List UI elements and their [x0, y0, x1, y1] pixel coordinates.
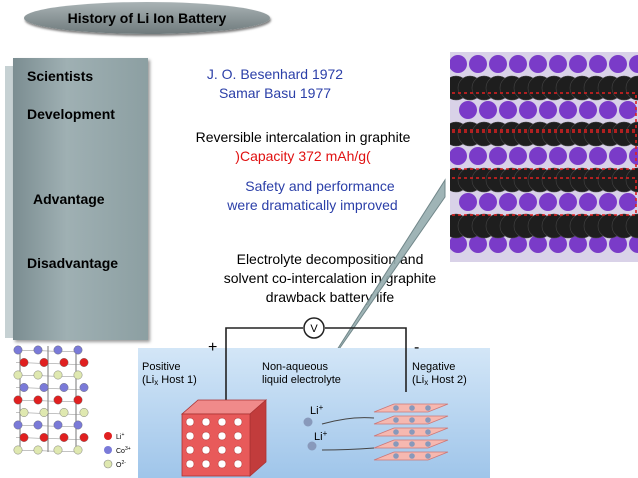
o-legend-dot	[103, 459, 113, 469]
electrolyte-label-1: Non-aqueous	[262, 361, 329, 373]
graphite-intercalation-image	[450, 52, 638, 262]
li-ion-2	[307, 441, 317, 451]
disadvantage-line-3: drawback battery life	[265, 289, 395, 305]
li-ion-1-label: Li+	[310, 403, 324, 417]
scientists-line-1: J. O. Besenhard 1972	[206, 66, 344, 82]
co-legend-dot	[104, 446, 112, 454]
negative-label: Negative	[412, 361, 455, 373]
advantage-line-2: were dramatically improved	[227, 197, 398, 213]
title-banner: History of Li Ion Battery	[24, 2, 270, 34]
row-label-scientists: Scientists	[27, 68, 94, 84]
battery-diagram: V + - Positive (Lix Host 1) Non-aqueous …	[138, 317, 490, 478]
o-legend-text: O2-	[116, 460, 126, 469]
electrolyte-label-2: liquid electrolyte	[262, 374, 341, 386]
development-line-1: Reversible intercalation in graphite	[195, 129, 411, 145]
ion-arrow-2	[321, 447, 375, 451]
row-label-advantage: Advantage	[33, 191, 105, 207]
row-label-disadvantage: Disadvantage	[27, 255, 119, 271]
lithium-atom-layers	[450, 55, 638, 253]
anode-plates	[373, 403, 449, 461]
negative-terminal: -	[414, 339, 419, 356]
ion-arrow-1	[321, 417, 375, 425]
li-ion-2-label: Li+	[314, 429, 328, 443]
panel-edge	[5, 66, 15, 338]
row-label-development: Development	[27, 106, 115, 122]
co-legend-text: Co3+	[116, 446, 131, 455]
crystal-structure-image: Li+ Co3+ O2-	[13, 345, 131, 469]
development-line-2: )Capacity 372 mAh/g(	[235, 148, 371, 164]
scientists-line-2: Samar Basu 1977	[218, 85, 332, 101]
li-legend-dot	[104, 432, 112, 440]
positive-label: Positive	[142, 361, 181, 373]
advantage-line-1: Safety and performance	[245, 178, 395, 194]
disadvantage-line-1: Electrolyte decomposition and	[236, 251, 424, 267]
voltmeter-icon	[303, 317, 325, 339]
graphite-carbon-layers	[450, 75, 638, 239]
negative-host-label: (Lix Host 2)	[412, 374, 467, 387]
li-legend-text: Li+	[116, 432, 124, 441]
slide-title: History of Li Ion Battery	[67, 10, 227, 26]
positive-terminal: +	[208, 339, 217, 356]
positive-host-label: (Lix Host 1)	[142, 374, 197, 387]
voltmeter-label: V	[310, 323, 318, 335]
row-label-panel	[13, 58, 148, 340]
cathode-cube	[180, 399, 268, 477]
li-ion-1	[303, 417, 313, 427]
crystal-lattice	[13, 345, 89, 455]
